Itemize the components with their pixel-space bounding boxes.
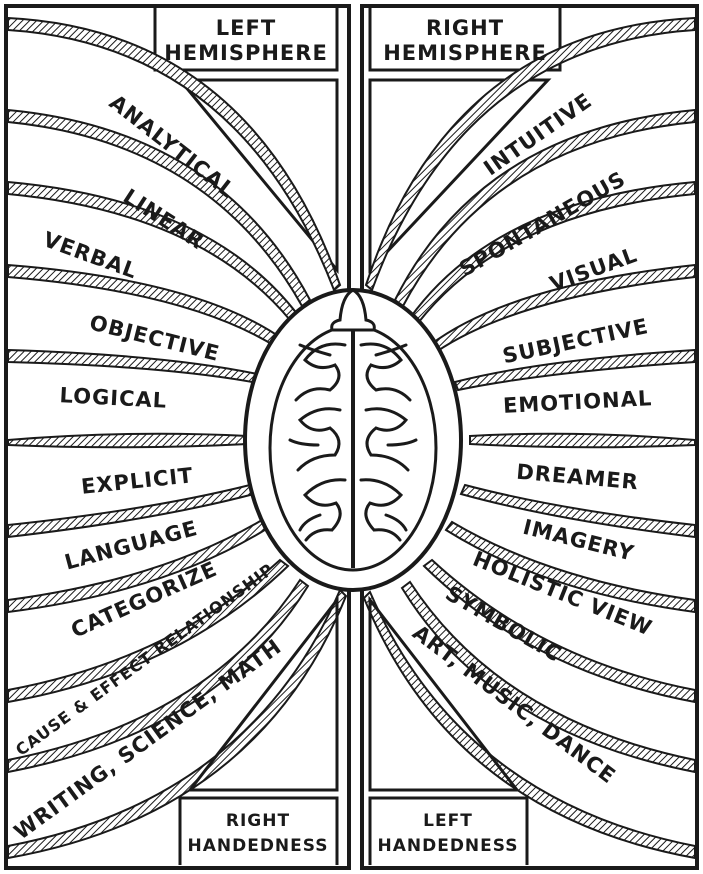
left-ribbon (8, 434, 248, 448)
trait-explicit: EXPLICIT (80, 463, 195, 499)
trait-dreamer: DREAMER (515, 460, 639, 495)
trait-logical: LOGICAL (59, 383, 168, 413)
right-ribbon (470, 434, 695, 448)
trait-emotional: EMOTIONAL (502, 386, 652, 418)
left-handedness-line1: RIGHT (226, 811, 290, 831)
left-hemisphere-title-line2: HEMISPHERE (164, 41, 328, 65)
left-hemisphere-title-line1: LEFT (216, 16, 276, 40)
right-hemisphere-title-line2: HEMISPHERE (383, 41, 547, 65)
right-handedness-line1: LEFT (423, 811, 473, 831)
left-handedness-line2: HANDEDNESS (187, 836, 328, 856)
right-hemisphere-title-line1: RIGHT (426, 16, 504, 40)
brain-icon (245, 290, 461, 590)
right-ribbon (455, 350, 695, 390)
right-handedness-line2: HANDEDNESS (377, 836, 518, 856)
left-ribbon (8, 350, 262, 383)
